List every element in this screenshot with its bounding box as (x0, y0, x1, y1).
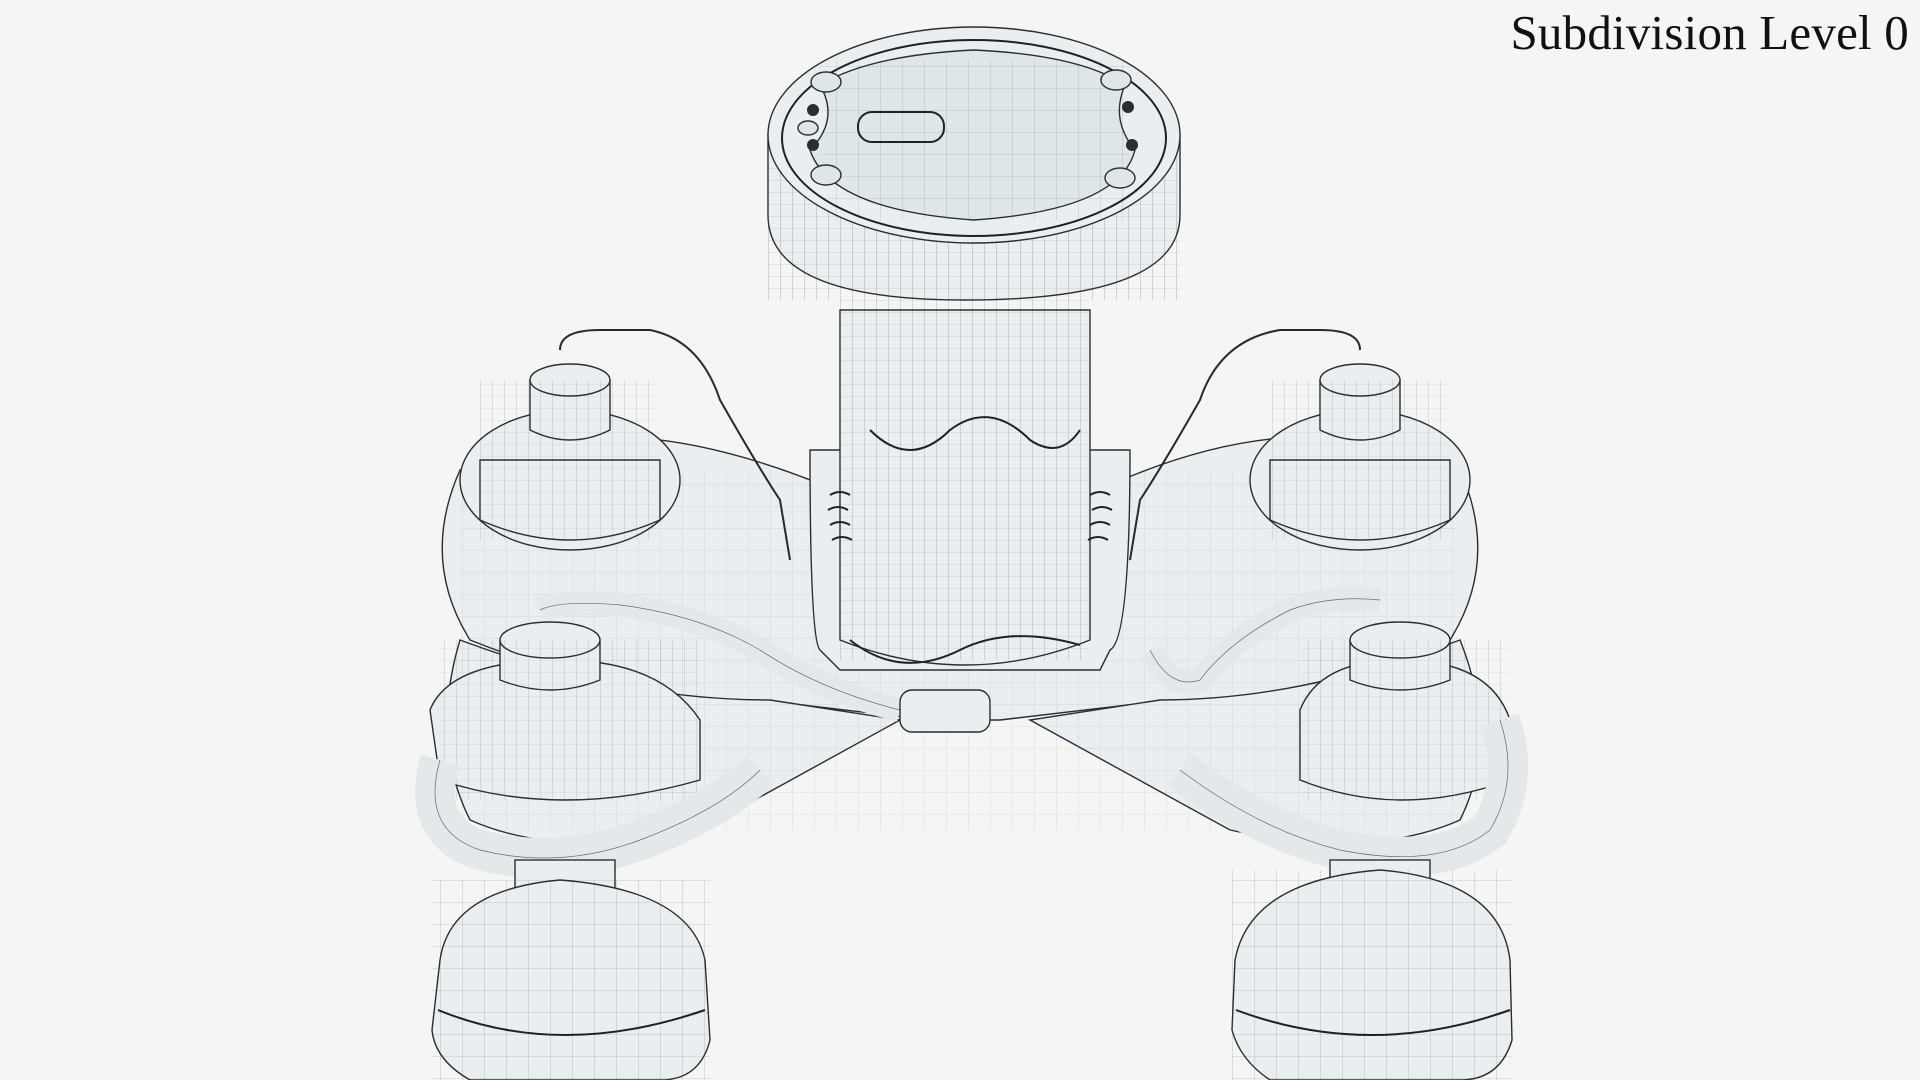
front-hoses (534, 586, 1382, 733)
column-ribs-right (1087, 491, 1113, 541)
column-ribs-left (827, 491, 853, 541)
right-front-bottle (1168, 621, 1528, 877)
left-front-bottle (415, 621, 775, 878)
right-foot (1231, 859, 1513, 1080)
left-foot (431, 859, 711, 1080)
rear-hoses (559, 329, 1361, 561)
cap-holes (797, 69, 1138, 189)
subdivision-level-label: Subdivision Level 0 (1510, 5, 1909, 60)
left-rear-bottle (459, 363, 681, 551)
right-rear-bottle (1249, 363, 1471, 551)
top-cap (767, 26, 1181, 301)
central-column (809, 300, 1131, 671)
